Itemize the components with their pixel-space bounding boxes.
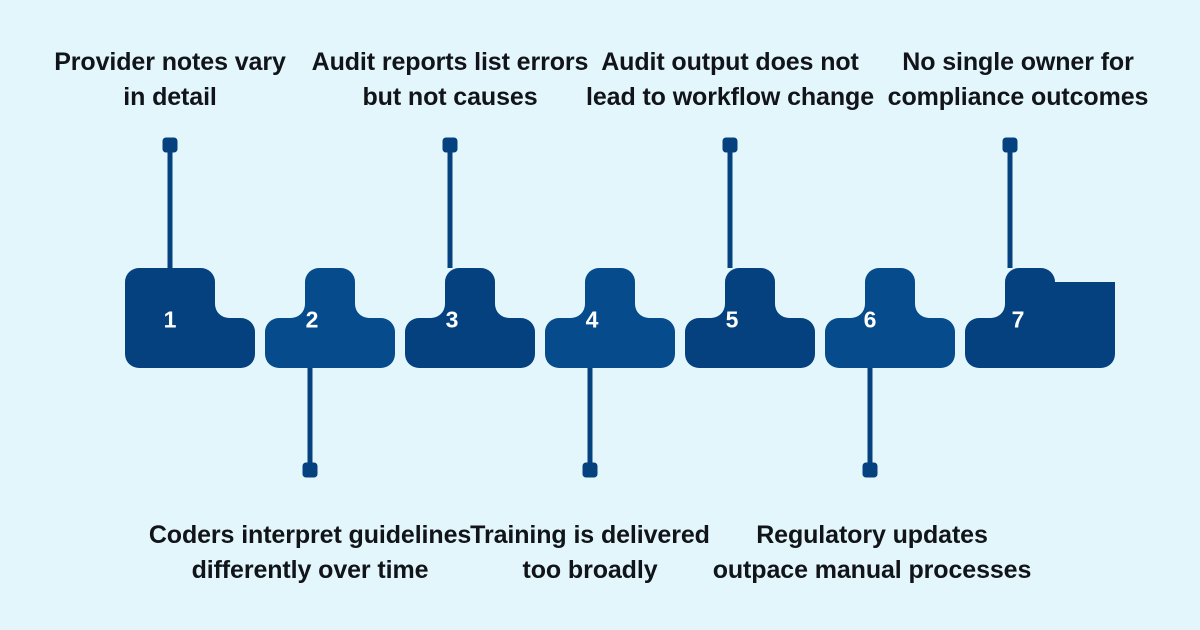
connector-endpoint-marker-1	[162, 137, 178, 153]
callout-label-1: Provider notes vary in detail	[0, 45, 340, 114]
marker-layer	[162, 137, 1018, 478]
callout-label-line1-2: Coders interpret guidelines	[148, 521, 472, 549]
callout-label-line1-1: Provider notes vary	[54, 48, 286, 76]
connector-stem-4	[587, 368, 593, 478]
callout-label-line1-7: No single owner for	[902, 48, 1134, 76]
process-block-5[interactable]	[685, 268, 815, 368]
callout-label-line2-5: lead to workflow change	[585, 82, 875, 111]
connector-endpoint-marker-2	[302, 462, 318, 478]
callout-label-line2-2: differently over time	[191, 555, 429, 584]
connector-endpoint-marker-4	[582, 462, 598, 478]
process-block-7[interactable]	[965, 268, 1115, 368]
process-block-1[interactable]	[125, 268, 255, 368]
callout-label-5: Audit output does not lead to workflow ch…	[560, 45, 900, 114]
callout-label-line2-6: outpace manual processes	[712, 555, 1032, 584]
connector-stem-2	[307, 368, 313, 478]
connector-layer	[167, 152, 1013, 478]
connector-endpoint-marker-6	[862, 462, 878, 478]
callout-label-line1-6: Regulatory updates	[756, 521, 988, 549]
callout-label-line2-1: in detail	[123, 82, 217, 111]
callout-label-line1-4: Training is delivered	[470, 521, 710, 549]
connector-stem-3	[447, 152, 453, 268]
callout-label-line2-4: too broadly	[522, 555, 658, 584]
process-block-2[interactable]	[265, 268, 395, 368]
connector-stem-5	[727, 152, 733, 268]
callout-label-line2-7: compliance outcomes	[887, 82, 1149, 111]
connector-endpoint-marker-5	[722, 137, 738, 153]
callout-label-line1-5: Audit output does not	[601, 48, 859, 76]
connector-endpoint-marker-3	[442, 137, 458, 153]
process-block-6[interactable]	[825, 268, 955, 368]
process-block-3[interactable]	[405, 268, 535, 368]
connector-stem-1	[167, 152, 173, 268]
process-block-4[interactable]	[545, 268, 675, 368]
connector-stem-7	[1007, 152, 1013, 268]
callout-label-line2-3: but not causes	[362, 82, 538, 111]
callout-label-2: Coders interpret guidelines differently o…	[140, 518, 480, 587]
callout-label-line1-3: Audit reports list errors	[311, 48, 589, 76]
callout-label-7: No single owner for compliance outcomes	[848, 45, 1188, 114]
callout-label-4: Training is delivered too broadly	[420, 518, 760, 587]
connector-stem-6	[867, 368, 873, 478]
connector-endpoint-marker-7	[1002, 137, 1018, 153]
callout-label-3: Audit reports list errors but not causes	[280, 45, 620, 114]
block-layer	[125, 268, 1115, 368]
callout-label-6: Regulatory updates outpace manual process…	[702, 518, 1042, 587]
